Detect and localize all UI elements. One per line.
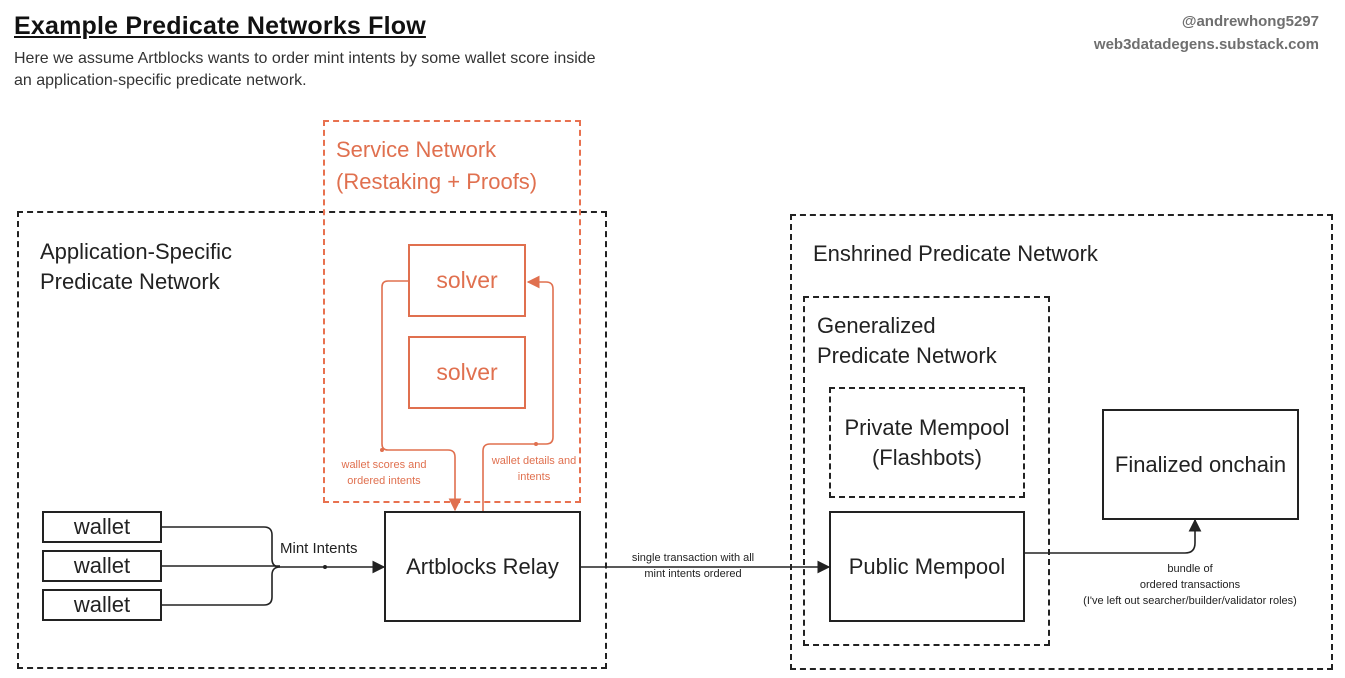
details-to-solver-arrow — [482, 275, 554, 511]
mempool-to-finalized-arrow — [1025, 518, 1202, 554]
scores-to-relay-arrow — [381, 280, 462, 512]
generalized-network-label: Generalized Predicate Network — [817, 313, 997, 368]
wallet-scores-label: wallet scores and ordered intents — [341, 459, 427, 487]
enshrined-network-boundary — [790, 214, 1333, 670]
finalized-onchain-box: Finalized onchain — [1102, 409, 1299, 520]
bundle-label: bundle of ordered transactions (I've lef… — [1050, 561, 1330, 609]
bundle-label-line-3: (I've left out searcher/builder/validato… — [1083, 595, 1297, 607]
generalized-network-boundary — [803, 296, 1050, 646]
diagram-title: Example Predicate Networks Flow — [14, 12, 426, 40]
artblocks-relay-box: Artblocks Relay — [384, 511, 581, 622]
author-handle: @andrewhong5297 — [1181, 13, 1319, 30]
wallet-box-3: wallet — [42, 589, 162, 621]
solver-box-1: solver — [408, 244, 526, 317]
details-dot — [534, 442, 538, 446]
scores-dot — [380, 448, 384, 452]
relay-to-mempool-label: single transaction with all mint intents… — [631, 552, 755, 580]
bundle-label-line-2: ordered transactions — [1139, 579, 1241, 591]
author-credit: @andrewhong5297 web3datadegens.substack.… — [1094, 10, 1319, 56]
private-mempool-label: Private Mempool (Flashbots) — [844, 414, 1010, 470]
enshrined-network-label: Enshrined Predicate Network — [813, 241, 1098, 266]
wallet-details-label: wallet details and intents — [491, 455, 577, 483]
mint-intents-label: Mint Intents — [280, 540, 358, 557]
mint-intents-dot — [323, 565, 327, 569]
private-mempool-box: Private Mempool (Flashbots) — [829, 387, 1025, 498]
diagram-subtitle: Here we assume Artblocks wants to order … — [14, 50, 596, 89]
author-site: web3datadegens.substack.com — [1093, 36, 1319, 53]
solver-box-2: solver — [408, 336, 526, 409]
mint-intents-connector — [162, 526, 386, 606]
wallet-box-2: wallet — [42, 550, 162, 582]
app-specific-network-label: Application-Specific Predicate Network — [40, 239, 232, 294]
bundle-label-line-1: bundle of — [1167, 563, 1213, 575]
app-specific-network-boundary — [17, 211, 607, 669]
wallet-box-1: wallet — [42, 511, 162, 543]
service-network-label: Service Network (Restaking + Proofs) — [336, 137, 538, 194]
